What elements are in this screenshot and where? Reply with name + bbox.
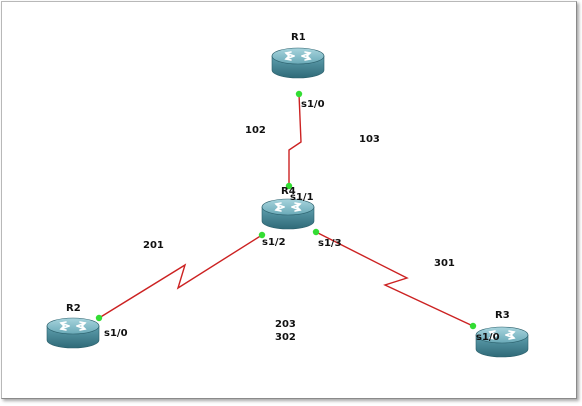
port-r4-s11 <box>285 182 293 190</box>
router-label-r4: R4 <box>281 186 296 197</box>
port-r4-s12 <box>258 231 266 239</box>
link-r4-r2 <box>98 234 263 319</box>
iface-label-r4-s11: s1/1 <box>290 192 314 203</box>
iface-label-r2-s10: s1/0 <box>104 328 128 339</box>
router-label-r2: R2 <box>66 303 81 314</box>
port-r2-s10 <box>95 314 103 322</box>
link-r4-r3 <box>315 231 474 327</box>
port-r4-s13 <box>312 228 320 236</box>
port-r1-s10 <box>295 90 303 98</box>
iface-label-r4-s12: s1/2 <box>262 237 286 248</box>
router-r1[interactable] <box>271 47 325 79</box>
iface-label-r4-s13: s1/3 <box>318 238 342 249</box>
dlci-label-302: 302 <box>275 332 296 343</box>
router-label-r1: R1 <box>291 32 306 43</box>
router-r4[interactable] <box>261 198 315 230</box>
iface-label-r3-s10: s1/0 <box>476 332 500 343</box>
router-label-r3: R3 <box>495 310 510 321</box>
port-r3-s10 <box>469 322 477 330</box>
link-r1-r4 <box>288 93 302 186</box>
iface-label-r1-s10: s1/0 <box>301 99 325 110</box>
router-r2[interactable] <box>46 317 100 349</box>
dlci-label-301: 301 <box>434 258 455 269</box>
dlci-label-103: 103 <box>359 134 380 145</box>
dlci-label-203: 203 <box>275 319 296 330</box>
dlci-label-201: 201 <box>143 240 164 251</box>
dlci-label-102: 102 <box>245 125 266 136</box>
